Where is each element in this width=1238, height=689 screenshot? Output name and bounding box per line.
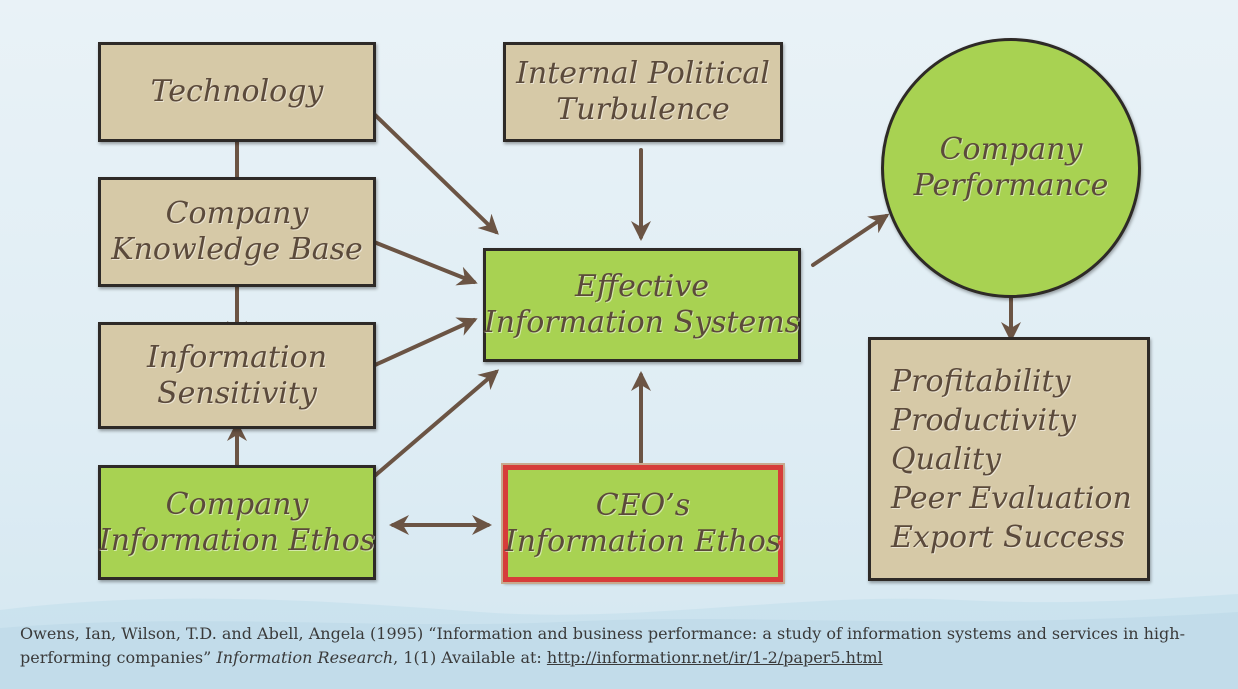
node-label: Information xyxy=(146,339,328,375)
node-label: Technology xyxy=(150,74,324,109)
node-company-information-ethos: Company Information Ethos xyxy=(98,465,376,580)
citation-link[interactable]: http://informationr.net/ir/1-2/paper5.ht… xyxy=(546,648,883,667)
node-label: Effective xyxy=(574,269,710,304)
citation-authors: Owens, Ian, Wilson, T.D. and Abell, Ange… xyxy=(20,624,1185,667)
outcome-item: Peer Evaluation xyxy=(891,480,1132,516)
node-company-performance: Company Performance xyxy=(881,38,1141,298)
node-label: Information Ethos xyxy=(98,522,376,558)
node-label: Turbulence xyxy=(556,92,730,127)
node-label: Information Systems xyxy=(483,305,801,340)
node-label: Performance xyxy=(913,168,1109,203)
node-internal-political-turbulence: Internal Political Turbulence xyxy=(503,42,783,142)
citation-journal: Information Research xyxy=(216,648,394,667)
citation-issue: , 1(1) Available at: xyxy=(393,648,547,667)
node-label: Company xyxy=(165,196,309,231)
node-label: Company xyxy=(165,486,309,522)
outcome-item: Productivity xyxy=(891,402,1077,438)
node-label: Sensitivity xyxy=(157,375,317,411)
node-label: Company xyxy=(939,132,1083,167)
node-performance-outcomes: Profitability Productivity Quality Peer … xyxy=(868,337,1150,581)
node-company-knowledge-base: Company Knowledge Base xyxy=(98,177,376,287)
node-label: Knowledge Base xyxy=(111,232,363,267)
node-label: Information Ethos xyxy=(504,523,782,559)
node-label: Internal Political xyxy=(516,56,770,91)
node-effective-information-systems: Effective Information Systems xyxy=(483,248,801,362)
node-ceo-information-ethos: CEO’s Information Ethos xyxy=(503,465,783,582)
outcome-item: Profitability xyxy=(891,363,1071,399)
outcome-item: Export Success xyxy=(891,519,1126,555)
citation: Owens, Ian, Wilson, T.D. and Abell, Ange… xyxy=(20,622,1220,670)
node-technology: Technology xyxy=(98,42,376,142)
node-label: CEO’s xyxy=(595,487,691,523)
node-information-sensitivity: Information Sensitivity xyxy=(98,322,376,429)
outcome-item: Quality xyxy=(891,441,1001,477)
